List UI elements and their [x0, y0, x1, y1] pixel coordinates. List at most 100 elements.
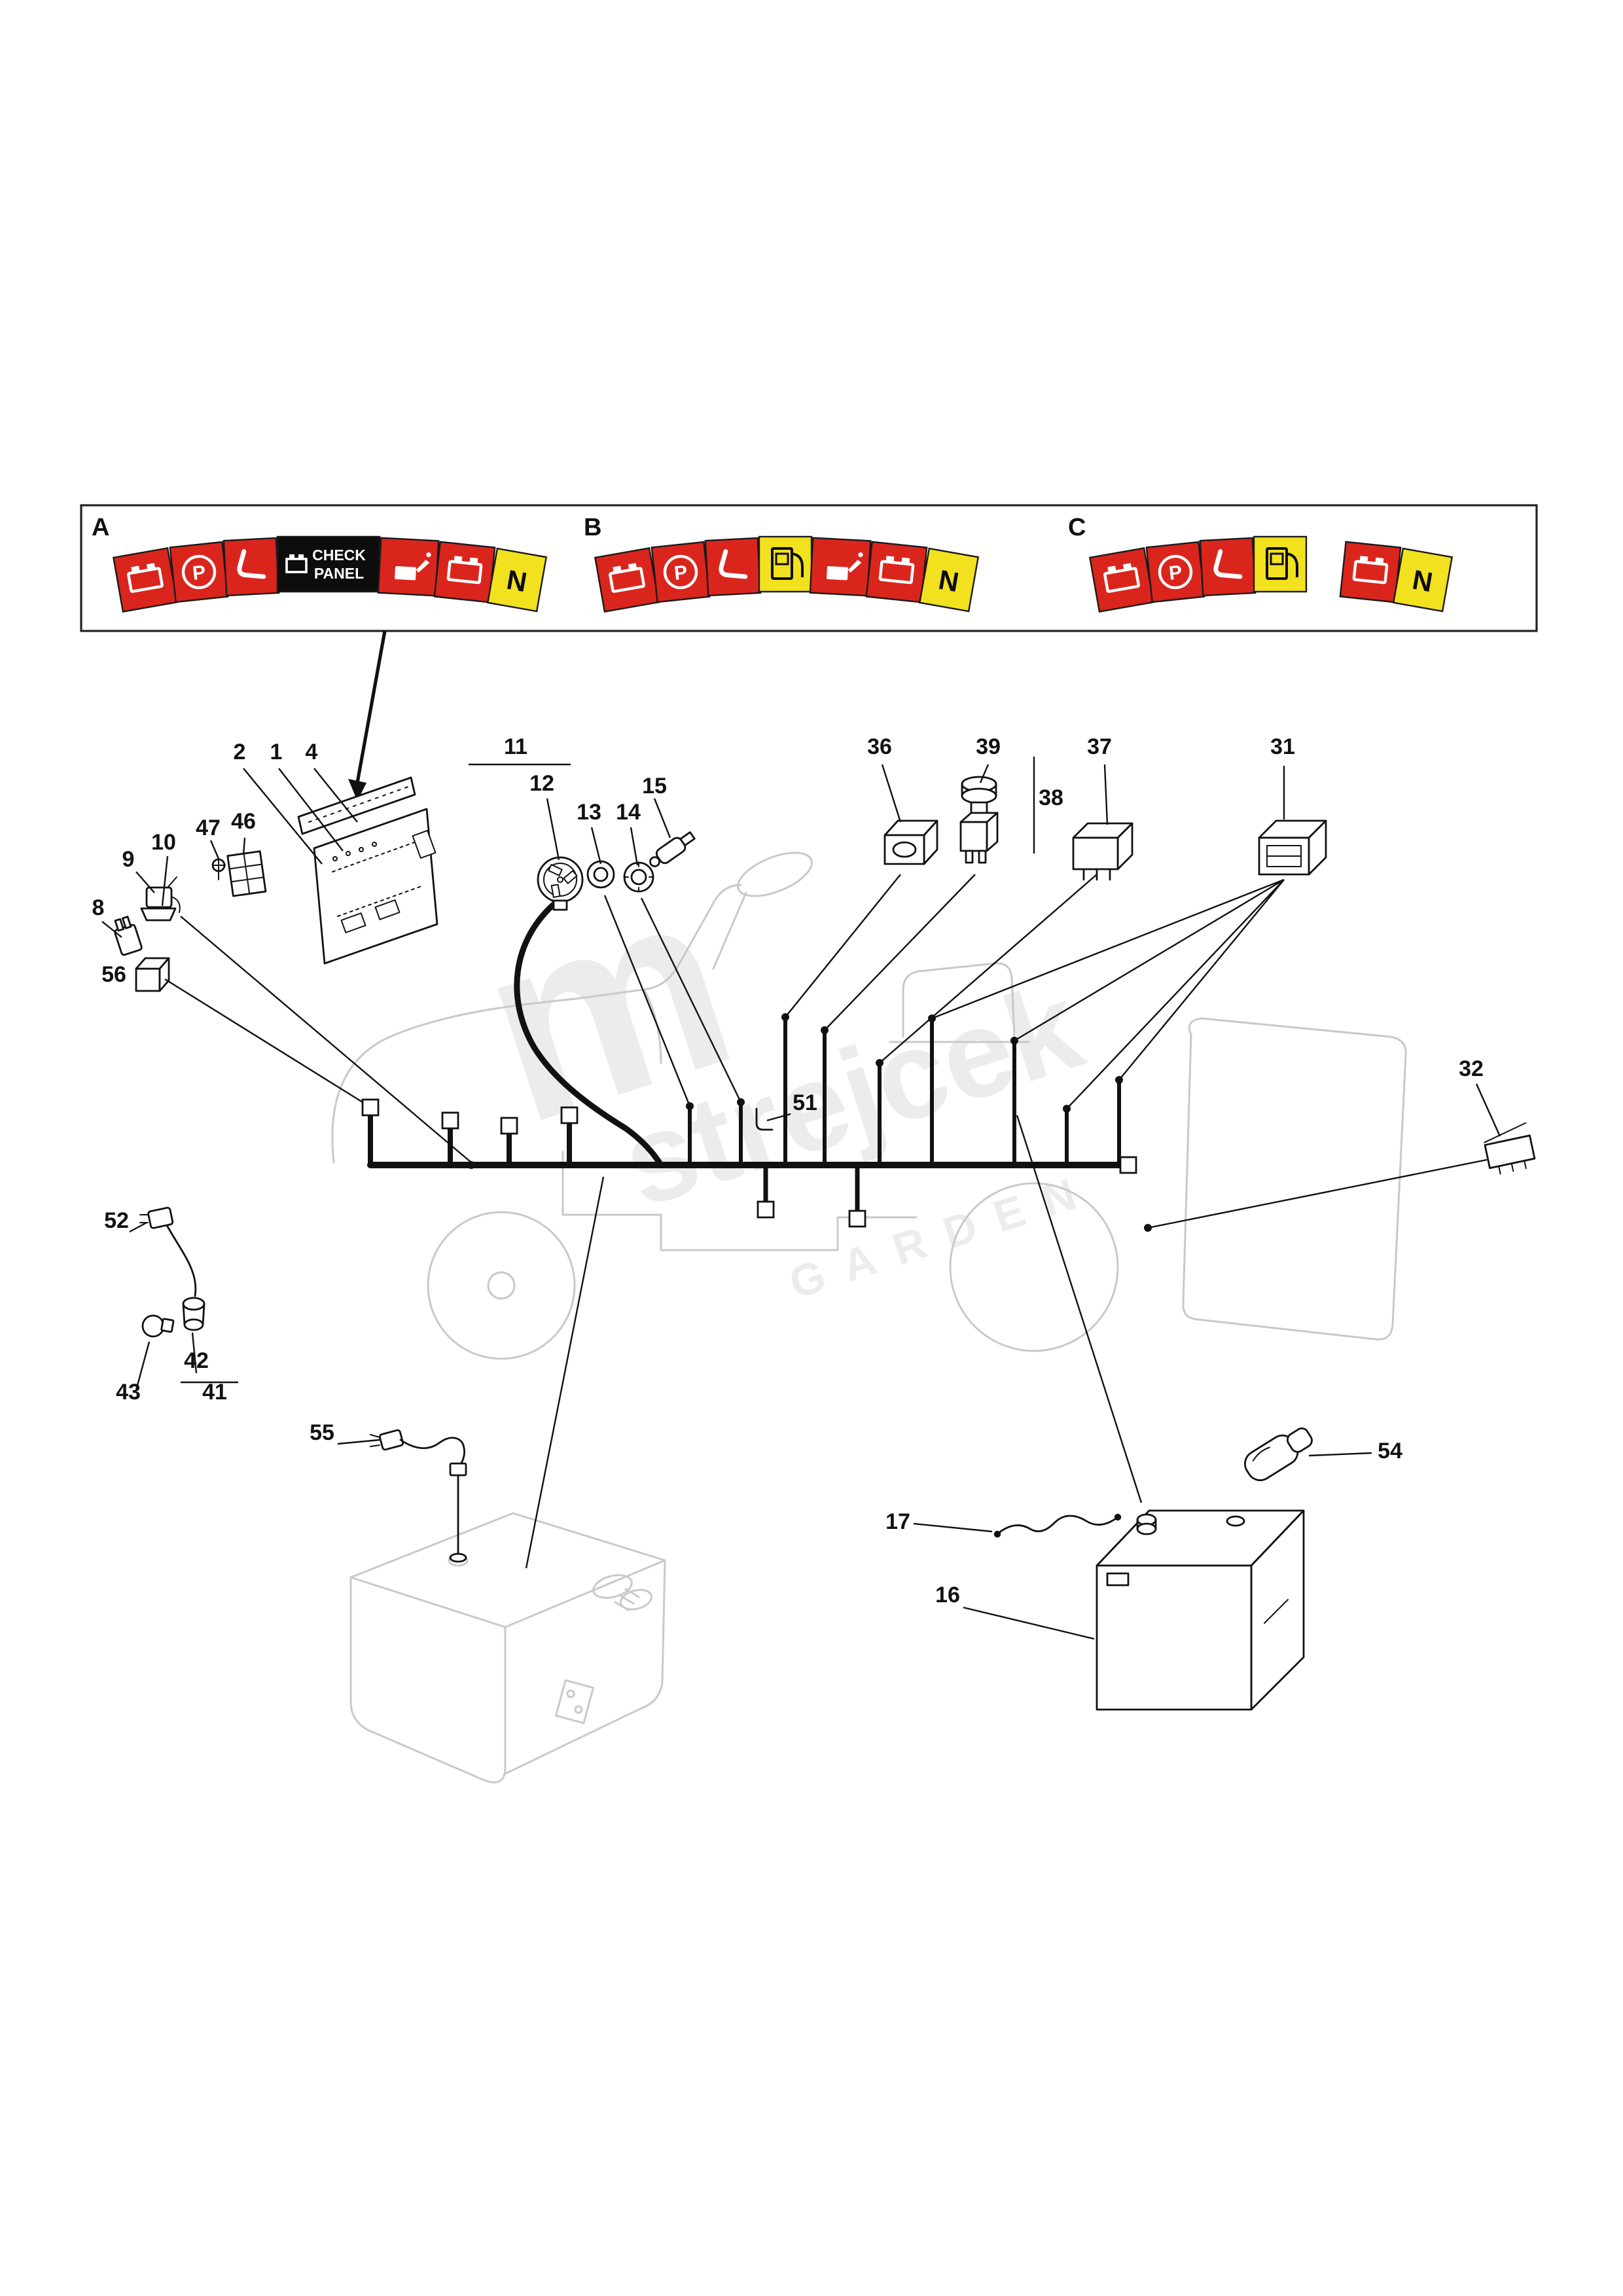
leader-line	[766, 1113, 791, 1122]
fuse-drawing	[114, 916, 143, 956]
lock-washer-drawing	[623, 861, 654, 893]
check-panel-pointer-arrow	[348, 630, 387, 801]
legend-tile-battery	[112, 547, 179, 613]
part-label-15: 15	[642, 774, 667, 798]
legend-tile-parking: P	[1145, 541, 1205, 603]
main-switch-drawing	[1258, 819, 1327, 876]
leader-line	[243, 768, 323, 865]
svg-text:P: P	[673, 562, 688, 584]
part-label-37: 37	[1087, 734, 1112, 759]
legend-tile-parking: P	[651, 541, 711, 603]
part-label-8: 8	[92, 895, 105, 920]
junction-dot	[876, 1059, 883, 1067]
junction-dot	[467, 1161, 475, 1169]
leader-line	[164, 978, 363, 1103]
leader-line	[913, 1522, 993, 1533]
fuel-icon	[771, 547, 804, 580]
part-label-47: 47	[196, 816, 221, 840]
leader-line	[180, 916, 472, 1163]
leader-line	[979, 764, 990, 783]
battery-icon	[609, 563, 645, 593]
fuse-block-drawing	[226, 850, 267, 897]
screw-drawing	[211, 858, 226, 880]
fuel-sender-drawing	[370, 1429, 467, 1563]
leader-line	[1103, 764, 1109, 825]
seat-icon	[1213, 549, 1243, 579]
leader-line	[129, 1221, 147, 1233]
part-label-52: 52	[104, 1208, 129, 1233]
leader-line	[1475, 1083, 1501, 1137]
leader-line	[879, 874, 1097, 1064]
svg-text:PANEL: PANEL	[314, 565, 364, 582]
small-switch-drawing	[140, 876, 181, 922]
tractor-outline	[331, 852, 1407, 1360]
part-label-31: 31	[1270, 734, 1295, 759]
cable-clip-drawing	[755, 1107, 774, 1131]
leader-line	[630, 827, 639, 866]
part-label-36: 36	[867, 734, 892, 759]
svg-text:P: P	[191, 562, 206, 584]
bulb-holder-drawing	[182, 1297, 205, 1331]
legend-tile-battery	[433, 541, 496, 603]
leader-line	[242, 837, 246, 855]
battery-lead-drawing	[993, 1513, 1122, 1538]
junction-dot	[686, 1102, 694, 1110]
legend-tile-neutral: N	[1392, 547, 1454, 613]
wiring-harness	[361, 900, 1137, 1228]
leader-line	[101, 921, 122, 938]
junction-dot	[821, 1026, 829, 1034]
svg-text:CHECK: CHECK	[312, 547, 366, 564]
relay-drawing	[1072, 822, 1133, 881]
component-drawings	[114, 776, 1536, 1711]
leader-line	[525, 1176, 605, 1569]
part-label-39: 39	[976, 734, 1001, 759]
legend-tile-battery	[1088, 547, 1155, 613]
seat-icon	[237, 549, 266, 579]
leader-line	[278, 768, 344, 852]
leader-line	[1147, 1158, 1488, 1229]
rocker-switch-drawing	[883, 819, 938, 865]
part-label-11: 11	[504, 734, 527, 759]
legend-tile-seat	[704, 537, 762, 597]
part-label-41: 41	[202, 1380, 227, 1405]
battery-icon	[446, 556, 483, 584]
oil-icon	[827, 552, 863, 581]
leader-line	[590, 827, 602, 865]
connector-plug-drawing	[139, 1206, 197, 1297]
leader-line	[1066, 879, 1285, 1109]
part-label-13: 13	[577, 800, 601, 825]
svg-text:P: P	[1168, 562, 1183, 584]
leader-line	[546, 798, 560, 861]
lamp-wire	[166, 1225, 197, 1297]
ring-nut-drawing	[586, 860, 615, 889]
legend-tile-parking: P	[169, 541, 229, 603]
part-label-2: 2	[234, 740, 246, 764]
part-label-54: 54	[1378, 1439, 1402, 1463]
watermark-sub: GARDEN	[783, 1162, 1101, 1308]
part-label-46: 46	[231, 809, 256, 834]
leader-line	[209, 840, 220, 859]
junction-dot	[928, 1014, 936, 1022]
legend-section-label: B	[584, 514, 601, 541]
ignition-switch-drawing	[537, 856, 584, 911]
leader-line	[603, 895, 691, 1107]
part-label-4: 4	[306, 740, 318, 764]
legend-tile-fuel	[1253, 535, 1308, 593]
legend-tile-oil	[377, 537, 440, 597]
leader-lines	[101, 757, 1501, 1640]
leader-line	[640, 897, 742, 1103]
junction-dot	[1115, 1076, 1123, 1084]
cube-relay-drawing	[135, 957, 170, 992]
part-label-38: 38	[1039, 785, 1063, 810]
part-label-43: 43	[116, 1380, 141, 1405]
leader-line	[931, 878, 1285, 1020]
junction-dot	[1144, 1224, 1152, 1232]
part-label-56: 56	[101, 962, 126, 987]
part-label-14: 14	[616, 800, 641, 825]
part-label-1: 1	[270, 740, 283, 764]
leader-line	[653, 798, 671, 838]
